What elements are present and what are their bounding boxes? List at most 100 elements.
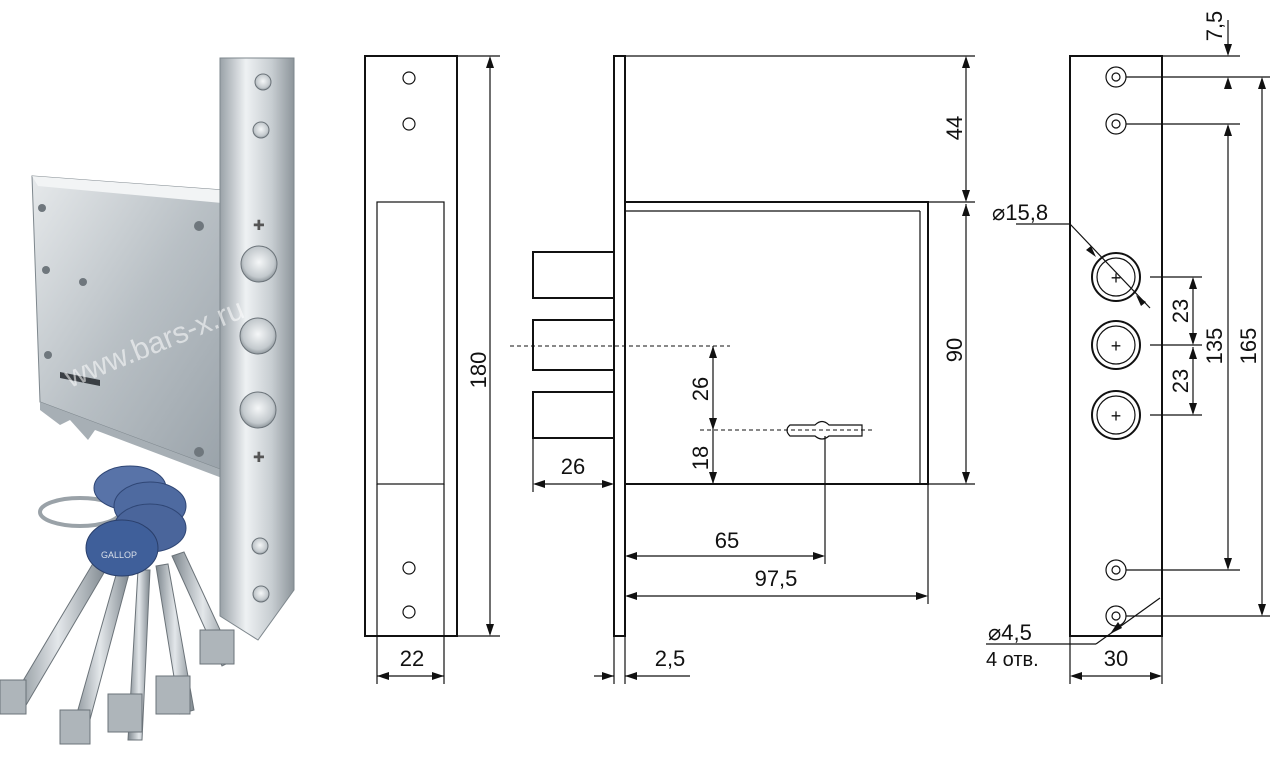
screw-icon bbox=[194, 221, 204, 231]
faceplate-bolt-pitch-lower-label: 23 bbox=[1168, 369, 1193, 393]
side-view: 44 90 26 18 26 65 97,5 bbox=[510, 55, 975, 684]
faceplate-screw-hole bbox=[1105, 559, 1127, 581]
screw-icon bbox=[44, 351, 52, 359]
faceplate-screw-hole bbox=[1105, 605, 1127, 627]
arrow-head bbox=[709, 472, 717, 484]
side-plate-thickness-label: 2,5 bbox=[655, 646, 686, 671]
arrow-head bbox=[1070, 672, 1082, 680]
faceplate-bolt-hole bbox=[239, 317, 277, 355]
screw-icon bbox=[79, 278, 87, 286]
faceplate-view: + + + 7,5 165 135 23 bbox=[986, 11, 1270, 684]
side-bolt-projection-label: 26 bbox=[561, 454, 585, 479]
arrow-head bbox=[1086, 246, 1096, 257]
arrow-head bbox=[602, 480, 614, 488]
arrow-head bbox=[1189, 403, 1197, 415]
arrow-head bbox=[1224, 558, 1232, 570]
leader-line bbox=[1069, 223, 1151, 309]
bolt bbox=[532, 251, 615, 299]
side-body-depth-label: 97,5 bbox=[755, 566, 798, 591]
faceplate-bolt-hole bbox=[1091, 390, 1141, 440]
side-body bbox=[624, 201, 929, 485]
faceplate-screw-hole-count-label: 4 отв. bbox=[986, 649, 1039, 671]
faceplate-screw-hole bbox=[252, 121, 270, 139]
front-height-label: 180 bbox=[466, 352, 491, 389]
lock-case-top-edge bbox=[32, 176, 222, 203]
screw-icon bbox=[194, 447, 204, 457]
side-top-offset-label: 44 bbox=[942, 116, 967, 140]
faceplate-top-offset-label: 7,5 bbox=[1202, 11, 1227, 42]
lock-photo: ✚ ✚ www.bars-x.ru bbox=[31, 57, 295, 641]
key-bit bbox=[107, 693, 143, 733]
front-screw-hole bbox=[402, 71, 416, 85]
faceplate-screw-hole bbox=[1111, 119, 1121, 129]
faceplate-bolt-hole-inner bbox=[1096, 257, 1136, 297]
faceplate-bolt-hole-inner bbox=[1096, 395, 1136, 435]
arrow-head bbox=[1189, 277, 1197, 289]
arrow-head bbox=[1224, 124, 1232, 136]
plus-mark: ✚ bbox=[253, 217, 265, 233]
key-head bbox=[85, 519, 159, 577]
front-width-label: 22 bbox=[400, 646, 424, 671]
key-bit bbox=[59, 709, 91, 745]
arrow-head bbox=[377, 672, 389, 680]
plus-mark: ✚ bbox=[253, 449, 265, 465]
arrow-head bbox=[602, 672, 614, 680]
faceplate-screw-hole bbox=[251, 537, 269, 555]
plus-mark: + bbox=[1111, 336, 1122, 356]
leader-line bbox=[1095, 597, 1161, 645]
arrow-head bbox=[962, 472, 970, 484]
faceplate-bolt-hole bbox=[1091, 320, 1141, 370]
faceplate-screw-hole bbox=[252, 585, 270, 603]
side-keyhole-offset-label: 18 bbox=[688, 446, 713, 470]
arrow-head bbox=[1189, 333, 1197, 345]
lock-case-bottom-notches bbox=[40, 402, 222, 478]
faceplate-outer-holes-label: 165 bbox=[1236, 328, 1261, 365]
front-screw-hole bbox=[402, 561, 416, 575]
arrow-head bbox=[625, 592, 637, 600]
screw-icon bbox=[38, 204, 46, 212]
bolt bbox=[532, 319, 615, 371]
arrow-head bbox=[533, 480, 545, 488]
faceplate-bolt-hole bbox=[239, 391, 277, 429]
arrow-head bbox=[813, 552, 825, 560]
arrow-head bbox=[1258, 77, 1266, 89]
arrow-head bbox=[962, 56, 970, 68]
faceplate-screw-hole-diameter-label: ⌀4,5 bbox=[988, 620, 1032, 645]
arrow-head bbox=[709, 346, 717, 358]
front-plate-outline bbox=[364, 55, 458, 637]
front-view: 180 22 bbox=[364, 55, 500, 684]
arrow-head bbox=[916, 592, 928, 600]
faceplate-inner-holes-label: 135 bbox=[1202, 328, 1227, 365]
faceplate-screw-hole bbox=[1105, 66, 1127, 88]
key-bit bbox=[155, 675, 191, 715]
faceplate-screw-hole bbox=[1105, 113, 1127, 135]
front-strike-window bbox=[376, 201, 445, 485]
front-screw-hole bbox=[402, 117, 416, 131]
arrow-head bbox=[1224, 77, 1232, 89]
faceplate-bolt-pitch-upper-label: 23 bbox=[1168, 299, 1193, 323]
faceplate-bolt-hole-inner bbox=[1096, 325, 1136, 365]
plus-mark: + bbox=[1111, 406, 1122, 426]
arrow-head bbox=[1150, 672, 1162, 680]
side-body-height-label: 90 bbox=[942, 338, 967, 362]
key-bit bbox=[0, 679, 27, 715]
faceplate-screw-hole bbox=[254, 73, 272, 91]
arrow-head bbox=[962, 204, 970, 216]
keyhole-icon bbox=[60, 372, 100, 386]
arrow-head bbox=[1136, 295, 1146, 306]
arrow-head bbox=[962, 190, 970, 202]
arrow-head bbox=[1110, 622, 1122, 634]
faceplate-width-label: 30 bbox=[1104, 646, 1128, 671]
plus-mark: + bbox=[1111, 268, 1122, 288]
arrow-head bbox=[625, 552, 637, 560]
arrow-head bbox=[625, 672, 637, 680]
arrow-head bbox=[1258, 604, 1266, 616]
faceplate-bolt-hole bbox=[240, 245, 278, 283]
faceplate-bolt-hole bbox=[1091, 252, 1141, 302]
faceplate-screw-hole bbox=[1111, 611, 1121, 621]
faceplate-bolt-hole-diameter-label: ⌀15,8 bbox=[992, 200, 1048, 225]
arrow-head bbox=[709, 418, 717, 430]
side-keyhole-depth-label: 65 bbox=[715, 528, 739, 553]
front-screw-hole bbox=[402, 605, 416, 619]
